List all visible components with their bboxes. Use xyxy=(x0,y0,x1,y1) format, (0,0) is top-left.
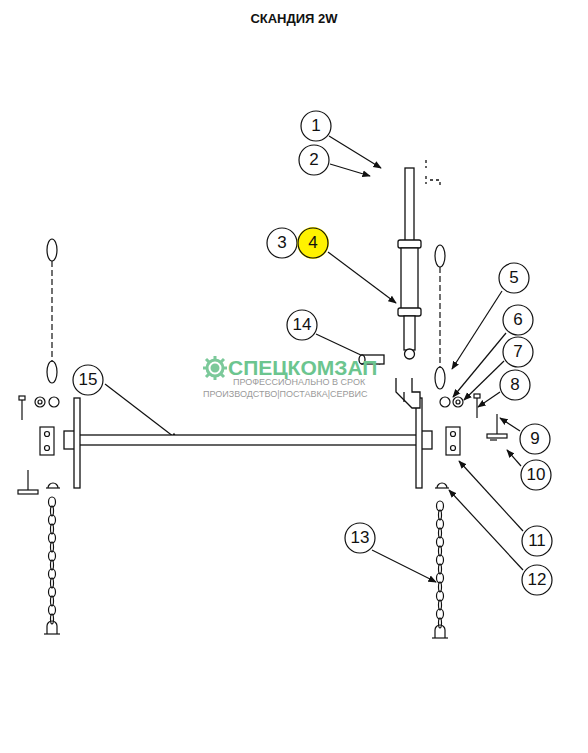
callout-circle: 7 xyxy=(501,335,535,369)
callout-number: 4 xyxy=(308,233,317,253)
callout-number: 1 xyxy=(311,116,320,136)
callout-circle: 9 xyxy=(518,422,552,456)
watermark: ПРОИЗВОДСТВО|ПОСТАВКА|СЕРВИС xyxy=(203,390,367,400)
callout-number: 5 xyxy=(509,268,518,288)
callout-number: 9 xyxy=(530,429,539,449)
callout-circle: 4 xyxy=(296,226,330,260)
callout-number: 3 xyxy=(277,233,286,253)
cables xyxy=(47,239,445,389)
crossbar xyxy=(64,378,432,488)
chain-link xyxy=(51,614,54,624)
callout-circle: 1 xyxy=(299,109,333,143)
callout-number: 2 xyxy=(309,150,318,170)
callout-circle: 6 xyxy=(501,303,535,337)
title: СКАНДИЯ 2W xyxy=(0,11,588,26)
callout-circle: 11 xyxy=(520,524,554,558)
callout-circle: 13 xyxy=(343,521,377,555)
callout-number: 6 xyxy=(513,310,522,330)
callout-circle: 3 xyxy=(265,226,299,260)
callout-circle: 8 xyxy=(498,368,532,402)
chain-link xyxy=(439,618,442,628)
shackles xyxy=(44,621,448,638)
callout-circle: 12 xyxy=(520,563,554,597)
leader-lines xyxy=(105,136,523,582)
watermark: ПРОФЕССИОНАЛЬНО В СРОК xyxy=(233,378,365,388)
callout-number: 7 xyxy=(513,342,522,362)
callout-circle: 14 xyxy=(285,308,319,342)
hydraulic-cylinder xyxy=(398,160,440,359)
callout-number: 12 xyxy=(528,570,547,590)
callout-circle: 5 xyxy=(497,261,531,295)
chains xyxy=(49,497,444,628)
callout-number: 13 xyxy=(351,528,370,548)
callout-number: 8 xyxy=(510,375,519,395)
callout-number: 11 xyxy=(528,531,546,551)
callout-circle: 10 xyxy=(519,458,553,492)
callout-number: 14 xyxy=(293,315,312,335)
callout-number: 15 xyxy=(79,370,98,390)
callout-number: 10 xyxy=(527,465,546,485)
callout-circle: 2 xyxy=(297,143,331,177)
watermark-gear xyxy=(203,356,227,380)
watermark: СПЕЦКОМЗАП xyxy=(228,356,377,379)
callout-circle: 15 xyxy=(71,363,105,397)
fasteners xyxy=(18,394,507,494)
